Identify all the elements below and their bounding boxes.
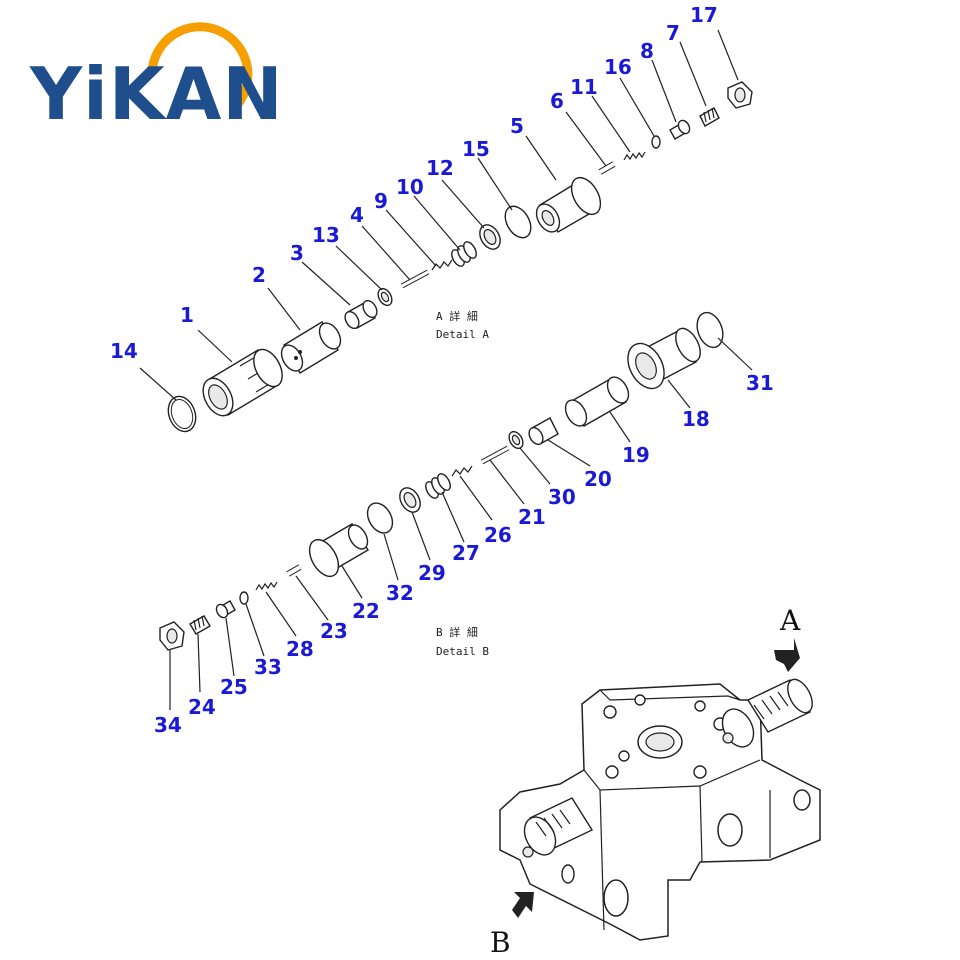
callout-24: 24	[188, 695, 216, 719]
part-11-spring	[623, 151, 646, 161]
callout-7: 7	[666, 21, 680, 45]
callout-27: 27	[452, 541, 480, 565]
callout-17: 17	[690, 3, 718, 27]
part-3-spool	[344, 299, 378, 330]
callout-34: 34	[154, 713, 182, 737]
part-15-o-ring	[504, 205, 532, 239]
view-arrow-a	[774, 638, 800, 672]
part-5-cap	[535, 176, 602, 233]
part-12-backup-ring	[479, 224, 501, 250]
callout-11: 11	[570, 75, 598, 99]
callout-6: 6	[550, 89, 564, 113]
part-17-nut	[727, 81, 753, 109]
detail-a-title-en: Detail A	[436, 328, 489, 341]
part-22-cap	[308, 523, 369, 578]
view-label-b: B	[490, 926, 511, 959]
callout-12: 12	[426, 156, 454, 180]
part-4-pin	[400, 269, 430, 289]
part-18-body	[627, 327, 701, 390]
part-33-ball	[239, 591, 249, 605]
callout-4: 4	[350, 203, 364, 227]
callout-32: 32	[386, 581, 414, 605]
callout-29: 29	[418, 561, 446, 585]
callout-9: 9	[374, 189, 388, 213]
callout-25: 25	[220, 675, 248, 699]
part-25-plug	[215, 600, 236, 619]
callout-26: 26	[484, 523, 512, 547]
leaders-detail-b	[169, 337, 753, 710]
callout-20: 20	[584, 467, 612, 491]
detail-b-title-jp: B 詳 細	[436, 625, 478, 639]
callout-30: 30	[548, 485, 576, 509]
part-31-o-ring	[696, 311, 724, 349]
callout-13: 13	[312, 223, 340, 247]
callout-23: 23	[320, 619, 348, 643]
callout-3: 3	[290, 241, 304, 265]
leaders-detail-a	[139, 29, 739, 401]
callout-21: 21	[518, 505, 546, 529]
part-32-o-ring	[366, 502, 394, 534]
part-8-plug	[669, 119, 691, 140]
callout-19: 19	[622, 443, 650, 467]
callout-14: 14	[110, 339, 138, 363]
part-24-screw	[189, 615, 211, 635]
callout-2: 2	[252, 263, 266, 287]
part-30-washer	[508, 430, 524, 450]
callout-31: 31	[746, 371, 774, 395]
callout-15: 15	[462, 137, 490, 161]
part-28-spring	[255, 581, 278, 591]
callout-8: 8	[640, 39, 654, 63]
detail-b-title-en: Detail B	[436, 645, 489, 658]
callout-18: 18	[682, 407, 710, 431]
part-26-spring	[451, 465, 473, 477]
logo-arc	[147, 22, 253, 109]
part-14-o-ring	[167, 395, 197, 433]
part-29-backup-ring	[399, 487, 421, 513]
part-23-poppet	[286, 564, 302, 577]
callout-1: 1	[180, 303, 194, 327]
part-6-poppet	[598, 161, 616, 175]
part-21-pin	[480, 445, 510, 465]
callout-28: 28	[286, 637, 314, 661]
callout-10: 10	[396, 175, 424, 199]
valve-housing-assembly	[499, 638, 821, 941]
callout-22: 22	[352, 599, 380, 623]
part-19-sleeve	[564, 376, 630, 427]
part-34-nut	[159, 621, 185, 651]
part-20-spool	[528, 417, 559, 446]
callout-labels: 1 2 3 4 5 6 7 8 9 10 11 12 13 14 15 16 1…	[110, 3, 774, 737]
callout-16: 16	[604, 55, 632, 79]
part-10-spring	[451, 241, 477, 267]
detail-a-title-jp: A 詳 細	[436, 309, 478, 323]
callout-33: 33	[254, 655, 282, 679]
part-27-spring	[425, 473, 451, 499]
brand-logo: YiKAN	[30, 52, 284, 136]
part-1-body	[202, 348, 283, 417]
part-13-washer	[377, 287, 393, 307]
part-7-screw	[699, 107, 720, 127]
view-label-a: A	[779, 604, 801, 637]
callout-5: 5	[510, 114, 524, 138]
part-16-ball	[651, 135, 661, 149]
part-2-sleeve	[280, 321, 342, 374]
view-arrow-b	[512, 892, 534, 918]
